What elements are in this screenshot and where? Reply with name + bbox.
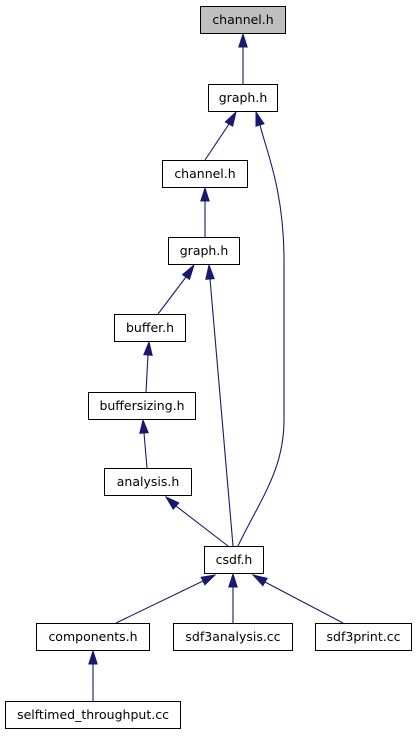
edge-csdf-to-analysis: [175, 505, 229, 547]
node-components-h[interactable]: components.h: [36, 623, 150, 651]
arrowhead-graph_1-to-channel_top: [238, 32, 248, 48]
arrowhead-buffer-to-graph_2: [181, 263, 195, 281]
arrowhead-sdf3analysis-to-csdf: [228, 572, 238, 588]
node-channel-h-2[interactable]: channel.h: [162, 160, 248, 188]
node-csdf-h[interactable]: csdf.h: [204, 546, 264, 574]
arrowhead-channel_2-to-graph_1: [224, 110, 237, 127]
edge-csdf-to-graph_2: [209, 278, 234, 547]
arrowhead-buffersizing-to-buffer: [143, 340, 153, 356]
arrowhead-csdf-to-graph_1: [255, 110, 265, 127]
node-graph-h-1[interactable]: graph.h: [208, 84, 278, 112]
node-buffer-h[interactable]: buffer.h: [114, 314, 186, 342]
node-selftimed-throughput-cc[interactable]: selftimed_throughput.cc: [5, 701, 181, 729]
node-buffersizing-h[interactable]: buffersizing.h: [88, 392, 196, 420]
node-sdf3analysis-cc[interactable]: sdf3analysis.cc: [173, 623, 293, 651]
edge-channel_2-to-graph_1: [204, 123, 230, 161]
arrowhead-csdf-to-graph_2: [205, 263, 215, 280]
arrowhead-sdf3print-to-csdf: [251, 574, 268, 587]
arrowhead-analysis-to-buffersizing: [139, 418, 149, 434]
edge-csdf-to-graph_1: [237, 124, 285, 547]
node-analysis-h[interactable]: analysis.h: [104, 468, 192, 496]
edge-buffersizing-to-buffer: [145, 354, 149, 393]
node-channel-h-top[interactable]: channel.h: [200, 6, 286, 34]
node-sdf3print-cc[interactable]: sdf3print.cc: [315, 623, 412, 651]
arrowhead-components-to-csdf: [200, 574, 217, 586]
arrowhead-selftimed-to-components: [88, 649, 98, 665]
edge-components-to-csdf: [115, 580, 204, 624]
node-graph-h-2[interactable]: graph.h: [168, 237, 240, 265]
edge-analysis-to-buffersizing: [143, 432, 148, 469]
edge-sdf3print-to-csdf: [264, 581, 344, 624]
arrowhead-csdf-to-analysis: [164, 495, 180, 510]
arrowhead-graph_2-to-channel_2: [200, 186, 210, 202]
edge-buffer-to-graph_2: [157, 276, 187, 315]
